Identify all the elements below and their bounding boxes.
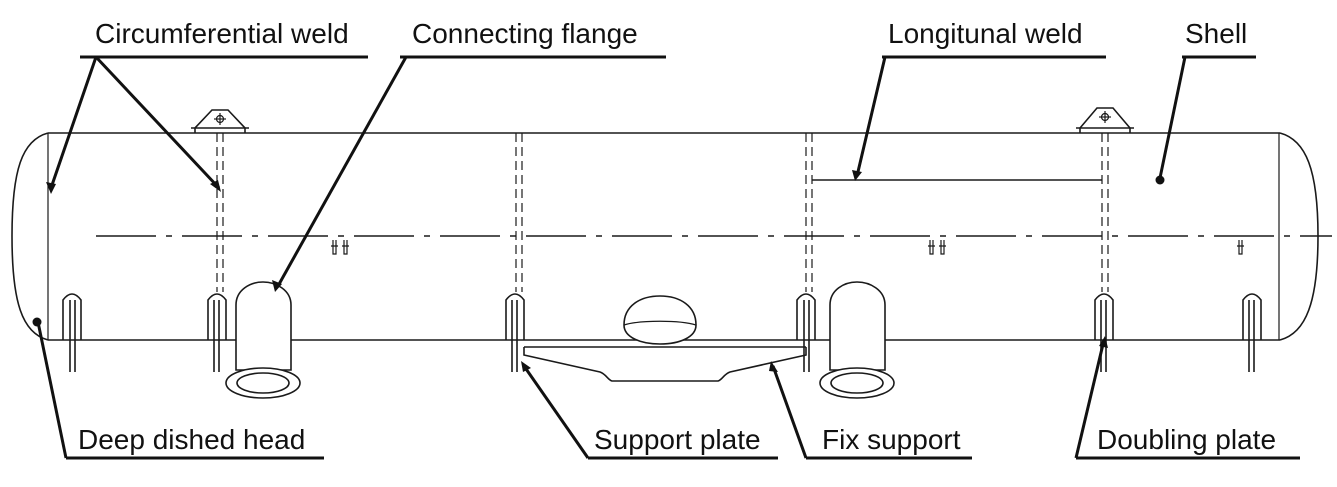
label-circumferential-weld: Circumferential weld (95, 18, 349, 49)
label-fix-support: Fix support (822, 424, 961, 455)
lifting-lug-left (191, 109, 249, 133)
leader-lines (36, 55, 1300, 460)
small-nozzles (331, 240, 1244, 255)
lifting-lug-right (1076, 107, 1134, 133)
manhole-dome (623, 295, 697, 345)
label-shell: Shell (1185, 18, 1248, 49)
flange-right (819, 281, 895, 399)
circumferential-welds (216, 133, 1109, 292)
label-longitunal-weld: Longitunal weld (888, 18, 1083, 49)
label-doubling-plate: Doubling plate (1097, 424, 1277, 455)
flange-left (225, 281, 301, 399)
fix-support-body (523, 346, 807, 382)
label-deep-dished-head: Deep dished head (78, 424, 306, 455)
leader-arrows (32, 170, 1165, 372)
label-support-plate: Support plate (594, 424, 761, 455)
label-connecting-flange: Connecting flange (412, 18, 638, 49)
support-plates (62, 293, 1262, 372)
